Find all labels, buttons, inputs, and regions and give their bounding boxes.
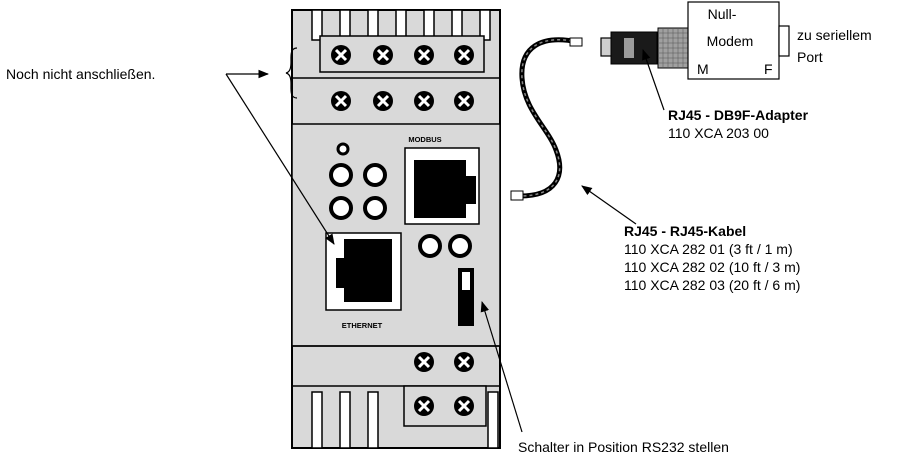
modbus-rj45-port[interactable] — [404, 147, 480, 225]
screw-terminal-row-1 — [331, 45, 474, 65]
screw-icon — [454, 45, 474, 65]
db9-port-icon — [778, 25, 790, 57]
bottom-fins — [311, 391, 499, 449]
switch-pointer — [480, 300, 523, 433]
null-modem-line2: Modem — [707, 33, 754, 49]
serial-port-label-line1: zu seriellem — [797, 27, 872, 43]
rs232-switch[interactable] — [458, 268, 474, 326]
screw-icon — [414, 91, 434, 111]
small-led-icon — [336, 142, 350, 156]
screw-icon — [414, 45, 434, 65]
null-modem-line1: Null- — [708, 6, 737, 22]
rj45-cable — [510, 37, 583, 201]
led-indicators — [329, 142, 472, 258]
adapter-title: RJ45 - DB9F-Adapter — [668, 107, 809, 123]
brace-icon — [285, 47, 298, 99]
screw-icon — [454, 352, 474, 372]
modbus-label: MODBUS — [408, 135, 441, 144]
screw-icon — [454, 91, 474, 111]
ethernet-label: ETHERNET — [342, 321, 383, 330]
cable-pointer — [581, 185, 637, 225]
screw-icon — [373, 91, 393, 111]
not-connect-callout: Noch nicht anschließen. — [6, 47, 335, 245]
switch-callout-label: Schalter in Position RS232 stellen — [518, 439, 729, 455]
null-modem-box — [687, 1, 780, 80]
pin-m-label: M — [697, 61, 709, 77]
rj45-plug-icon — [569, 37, 583, 47]
rj45-plug-icon — [510, 190, 524, 201]
cable-part-2: 110 XCA 282 02 (10 ft / 3 m) — [624, 259, 800, 275]
screw-terminal-row-3 — [414, 352, 474, 372]
cable-part-1: 110 XCA 282 01 (3 ft / 1 m) — [624, 241, 793, 257]
screw-terminal-row-4 — [414, 396, 474, 416]
serial-port-label-line2: Port — [797, 49, 823, 65]
ethernet-rj45-port[interactable] — [325, 232, 402, 311]
adapter-part-number: 110 XCA 203 00 — [668, 125, 769, 141]
screw-icon — [331, 91, 351, 111]
screw-icon — [331, 45, 351, 65]
screw-terminal-row-2 — [331, 91, 474, 111]
pin-f-label: F — [764, 61, 773, 77]
screw-icon — [373, 45, 393, 65]
not-connect-label: Noch nicht anschließen. — [6, 66, 155, 82]
cable-part-3: 110 XCA 282 03 (20 ft / 6 m) — [624, 277, 800, 293]
screw-icon — [454, 396, 474, 416]
screw-icon — [414, 352, 434, 372]
device: MODBUS ETHERNET — [291, 9, 501, 449]
db9f-adapter: Null- Modem M F — [600, 1, 790, 80]
adapter-pointer — [642, 48, 665, 111]
screw-icon — [414, 396, 434, 416]
cable-title: RJ45 - RJ45-Kabel — [624, 223, 746, 239]
